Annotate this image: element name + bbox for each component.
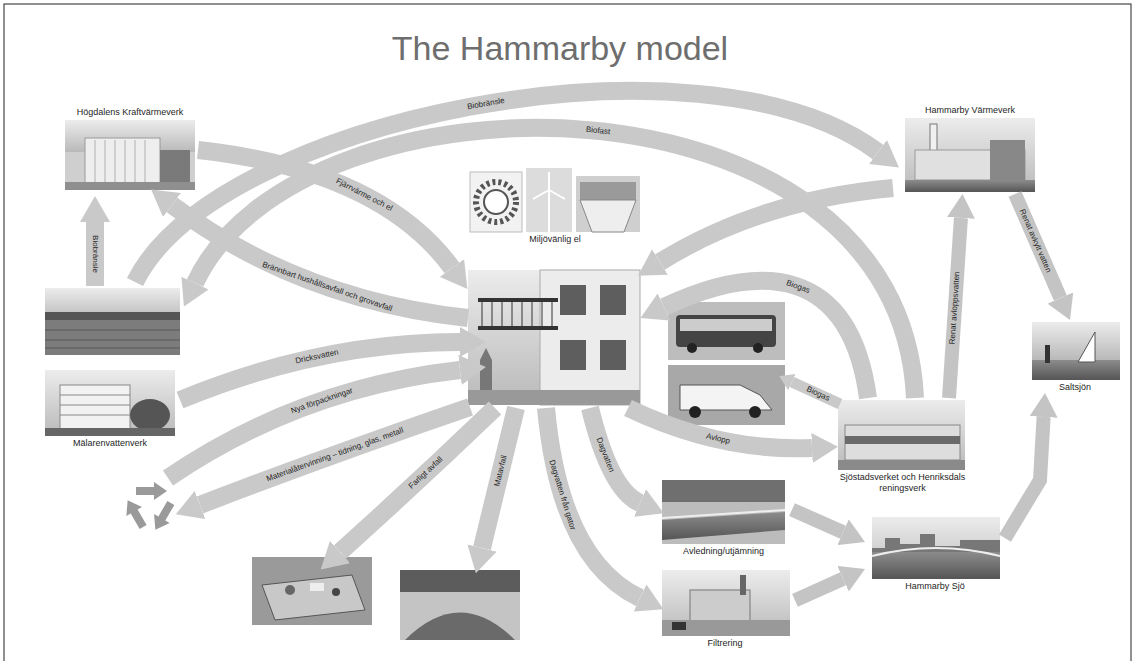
photo-node: Mälarenvattenverk [40, 368, 180, 449]
housing-photo [468, 270, 640, 405]
photo-node: Miljövänlig el [465, 168, 645, 245]
node-caption: Filtrering [655, 638, 795, 649]
node-caption: Högdalens Kraftvärmeverk [55, 107, 205, 118]
bus-photo [668, 302, 785, 360]
renewable-power-pictures [470, 168, 640, 232]
waste-bin-photo [252, 557, 372, 625]
flow-label: Biobränsle [466, 96, 505, 112]
flow-label: Dricksvatten [295, 348, 340, 367]
flow-label: Fjärrvärme och el [334, 176, 394, 213]
recycling-symbol [120, 482, 179, 534]
label-holder: Nya förpackningar [290, 385, 355, 415]
photo-node: Sjöstadsverket och Henriksdals reningsve… [825, 398, 980, 494]
label-holder: Biofast [585, 125, 610, 137]
label-holder: Brännbart hushållsavfall och grovavfall [261, 260, 394, 314]
title-holder: The Hammarby model [392, 28, 728, 68]
flow-arrow [590, 408, 640, 503]
node-caption: Miljövänlig el [465, 234, 645, 245]
photo-node: Avledning/utjämning [655, 478, 792, 557]
flow-label: Farligt avfall [407, 455, 445, 492]
flow-label: Nya förpackningar [290, 385, 355, 415]
flow-arrow [340, 408, 495, 552]
canal-photo [662, 480, 785, 544]
photo-node: Hammarby Värmeverk [895, 105, 1045, 194]
photo-node: Hammarby Sjö [865, 515, 1005, 592]
flow-arrow [1015, 194, 1060, 298]
label-holder: Biogas [785, 278, 811, 296]
diagram-title: The Hammarby model [392, 28, 728, 68]
van-photo [668, 365, 785, 425]
label-holder: Renat avloppsvatten [948, 271, 963, 344]
flow-arrow [792, 382, 840, 404]
flow-arrows [95, 91, 915, 598]
flow-arrow [172, 205, 468, 318]
flow-label: Avlopp [705, 432, 731, 447]
frame [4, 4, 1131, 661]
flow-label: Biogas [785, 278, 811, 296]
photo-node: Högdalens Kraftvärmeverk [55, 107, 205, 192]
label-holder: Materialåtervinning – tidning, glas, met… [265, 425, 405, 484]
label-holder: Farligt avfall [407, 455, 445, 492]
photo-node: Filtrering [655, 568, 795, 649]
node-caption: Avledning/utjämning [655, 546, 792, 557]
node-caption: Hammarby Sjö [865, 581, 1005, 592]
flow-label: Renat avkylt vatten [1017, 208, 1053, 274]
node-caption: Hammarby Värmeverk [895, 105, 1045, 116]
flow-arrow [1005, 417, 1044, 538]
flow-label: Renat avloppsvatten [948, 271, 963, 344]
node-caption: Mälarenvattenverk [40, 438, 180, 449]
compost-photo [400, 570, 520, 640]
flow-arrow [628, 408, 812, 448]
flow-arrow [482, 408, 516, 548]
flow-arrow [660, 188, 893, 262]
farmland-photo [45, 288, 180, 355]
label-holder: Renat avkylt vatten [1017, 208, 1053, 274]
label-holder: Biobränsle [90, 235, 100, 273]
label-holder: Fjärrvärme och el [334, 176, 394, 213]
photo-node: Saltsjön [1025, 320, 1125, 393]
node-caption: Sjöstadsverket och Henriksdals reningsve… [825, 472, 980, 494]
flow-arrow [795, 579, 843, 601]
flow-label: Biobränsle [90, 235, 100, 273]
power-plant-photo [65, 120, 195, 190]
flow-arrow [546, 408, 640, 598]
heating-plant-photo [905, 118, 1035, 192]
flow-label: Biofast [585, 125, 610, 137]
waterworks-photo [45, 370, 175, 436]
node-caption: Saltsjön [1025, 382, 1125, 393]
flow-arrow [664, 281, 868, 398]
flow-label: Biogas [805, 384, 831, 403]
flow-arrow [86, 222, 104, 286]
label-holder: Dagvatten från gator [547, 459, 578, 532]
flow-arrow [195, 128, 915, 398]
treatment-plant-photo [838, 400, 965, 470]
flow-label: Dagvatten från gator [547, 459, 578, 532]
flow-arrow [200, 407, 470, 505]
lake-photo [872, 517, 1000, 579]
flow-label: Matavfall [492, 454, 509, 487]
label-holder: Biobränsle [466, 96, 505, 112]
sea-photo [1032, 322, 1120, 380]
flow-arrow [792, 510, 843, 533]
label-holder: Avlopp [705, 432, 731, 447]
flow-label: Dagvatten [593, 437, 616, 475]
flow-label: Materialåtervinning – tidning, glas, met… [265, 425, 405, 484]
label-holder: Dagvatten [593, 437, 616, 475]
label-holder: Matavfall [492, 454, 509, 487]
label-holder: Dricksvatten [295, 348, 340, 367]
label-holder: Biogas [805, 384, 831, 403]
flow-label: Brännbart hushållsavfall och grovavfall [261, 260, 394, 314]
filter-plant-photo [662, 570, 790, 636]
